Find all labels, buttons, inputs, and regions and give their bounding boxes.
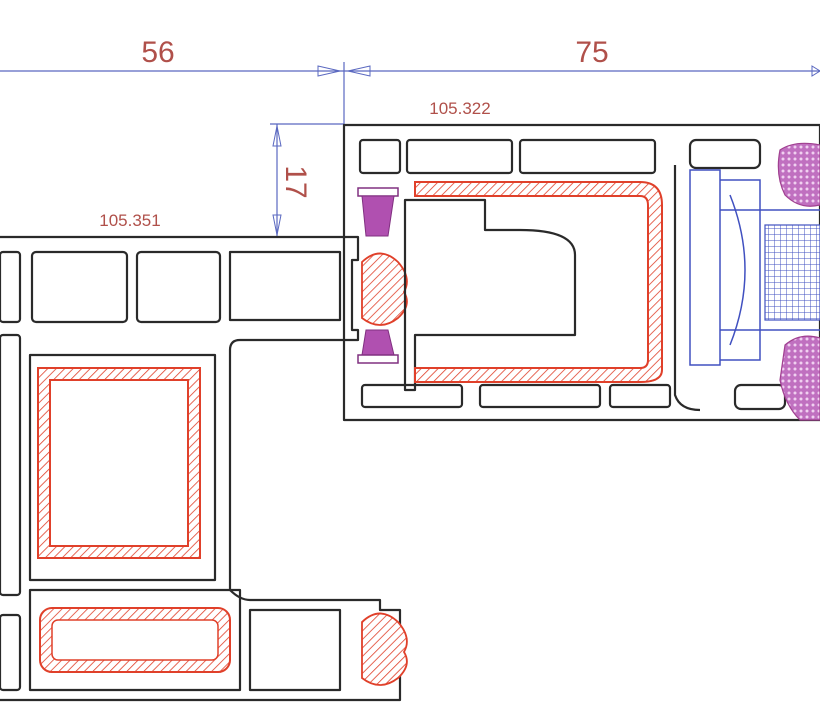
- profile-code-frame: 105.351: [99, 211, 160, 230]
- glazing-bead: [689, 169, 820, 366]
- brush-gasket-upper: [357, 187, 399, 237]
- frame-profile: [0, 235, 402, 702]
- frame-seal-upper: [361, 252, 408, 326]
- dimension-label-overlap: 17: [279, 165, 312, 198]
- brush-gasket-lower: [357, 329, 399, 364]
- dimension-label-frame-width: 56: [141, 36, 174, 69]
- frame-steel-reinforcement: [37, 367, 231, 673]
- glazing-gasket-upper: [777, 142, 820, 207]
- dimension-line-frame-width: 56: [0, 36, 344, 77]
- sash-steel-reinforcement: [414, 181, 663, 383]
- dimension-line-overlap: 17: [270, 123, 344, 237]
- frame-seal-lower: [361, 612, 408, 686]
- profile-code-sash: 105.322: [429, 99, 490, 118]
- glass-pane-section: [764, 224, 820, 321]
- glazing-gasket-lower: [779, 335, 820, 421]
- dimension-label-sash-width: 75: [575, 36, 608, 69]
- dimension-line-sash-width: 75: [343, 36, 820, 125]
